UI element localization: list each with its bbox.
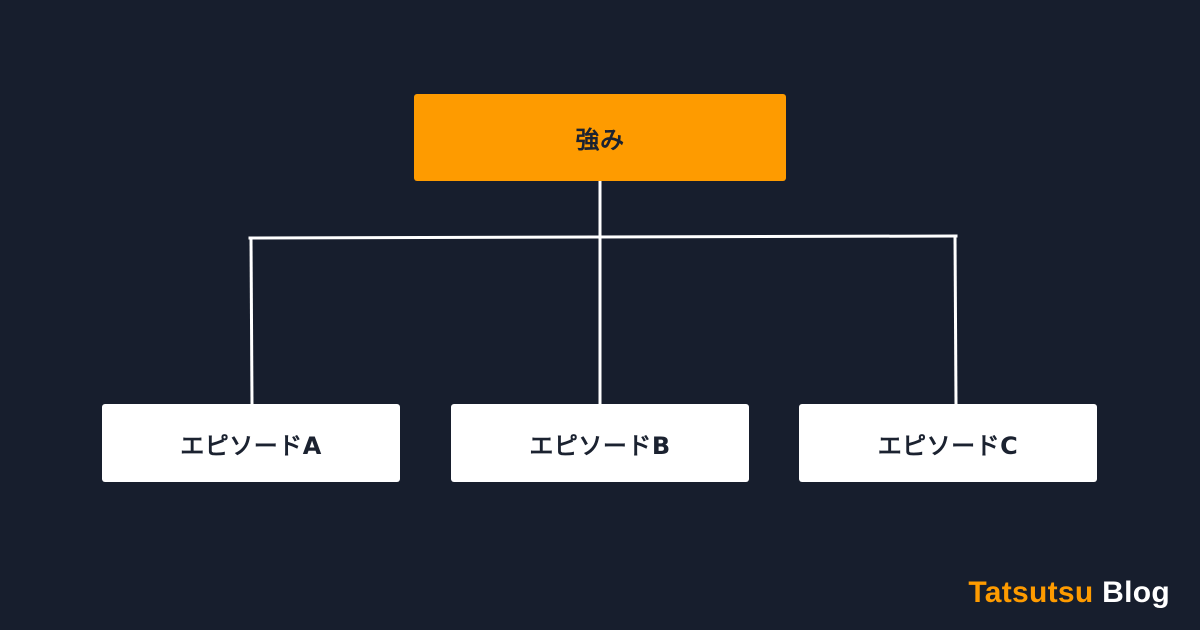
child-node-label: エピソードB bbox=[529, 431, 671, 460]
connector-horizontal-bar bbox=[248, 234, 958, 240]
brand-logo: Tatsutsu Blog bbox=[968, 576, 1170, 610]
child-node-label: エピソードC bbox=[877, 431, 1019, 460]
brand-name-accent: Tatsutsu bbox=[968, 576, 1094, 609]
connector-to-episode-c bbox=[953, 235, 958, 405]
child-node-episode-c: エピソードC bbox=[799, 404, 1097, 482]
root-node-strength: 強み bbox=[414, 94, 786, 181]
child-node-episode-b: エピソードB bbox=[451, 404, 749, 482]
brand-name-rest: Blog bbox=[1102, 576, 1170, 609]
child-node-episode-a: エピソードA bbox=[102, 404, 400, 482]
root-node-label: 強み bbox=[575, 126, 625, 154]
connector-to-episode-a bbox=[249, 237, 254, 405]
child-node-label: エピソードA bbox=[180, 431, 322, 460]
